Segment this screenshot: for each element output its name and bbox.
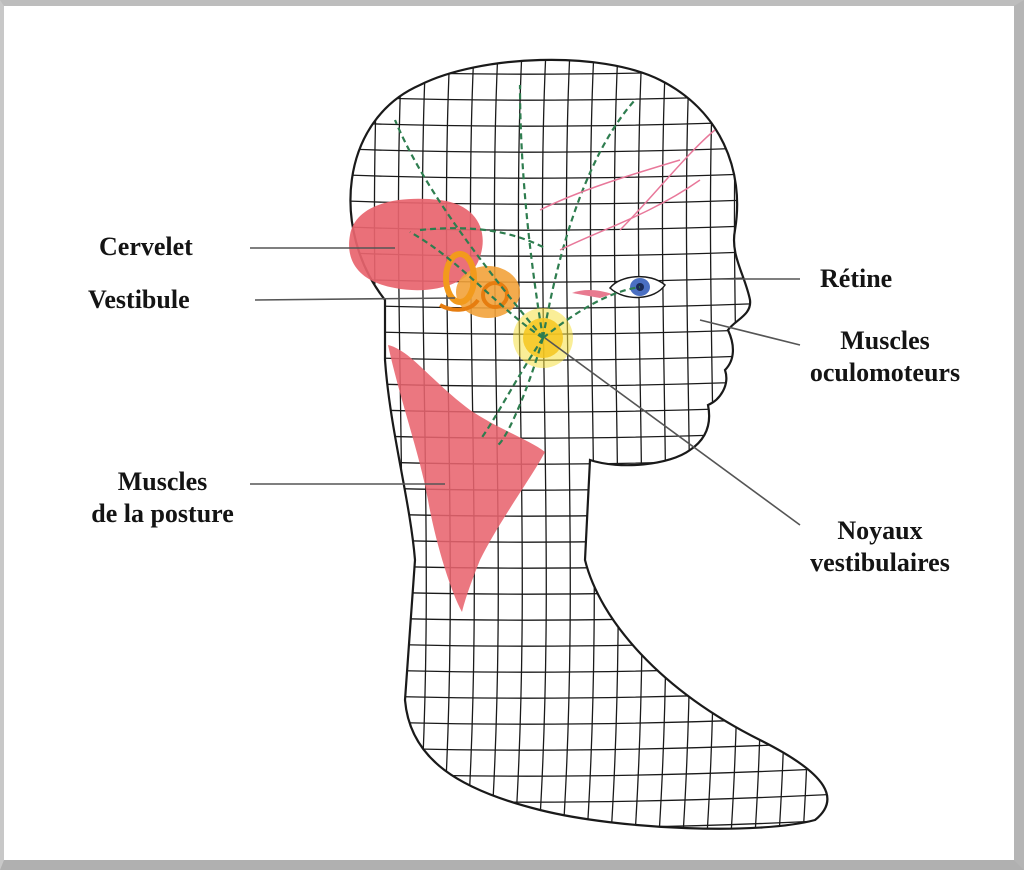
label-muscles-oculomoteurs-line2: oculomoteurs xyxy=(770,357,1000,389)
label-noyaux-vestibulaires: Noyaux vestibulaires xyxy=(770,515,990,579)
label-noyaux-line2: vestibulaires xyxy=(770,547,990,579)
label-muscles-posture-line1: Muscles xyxy=(50,466,275,498)
label-vestibule: Vestibule xyxy=(88,284,190,316)
label-retine: Rétine xyxy=(820,263,892,295)
label-cervelet: Cervelet xyxy=(99,231,193,263)
label-muscles-posture: Muscles de la posture xyxy=(50,466,275,530)
label-muscles-oculomoteurs: Muscles oculomoteurs xyxy=(770,325,1000,389)
label-muscles-oculomoteurs-line1: Muscles xyxy=(770,325,1000,357)
label-muscles-posture-line2: de la posture xyxy=(50,498,275,530)
label-noyaux-line1: Noyaux xyxy=(770,515,990,547)
